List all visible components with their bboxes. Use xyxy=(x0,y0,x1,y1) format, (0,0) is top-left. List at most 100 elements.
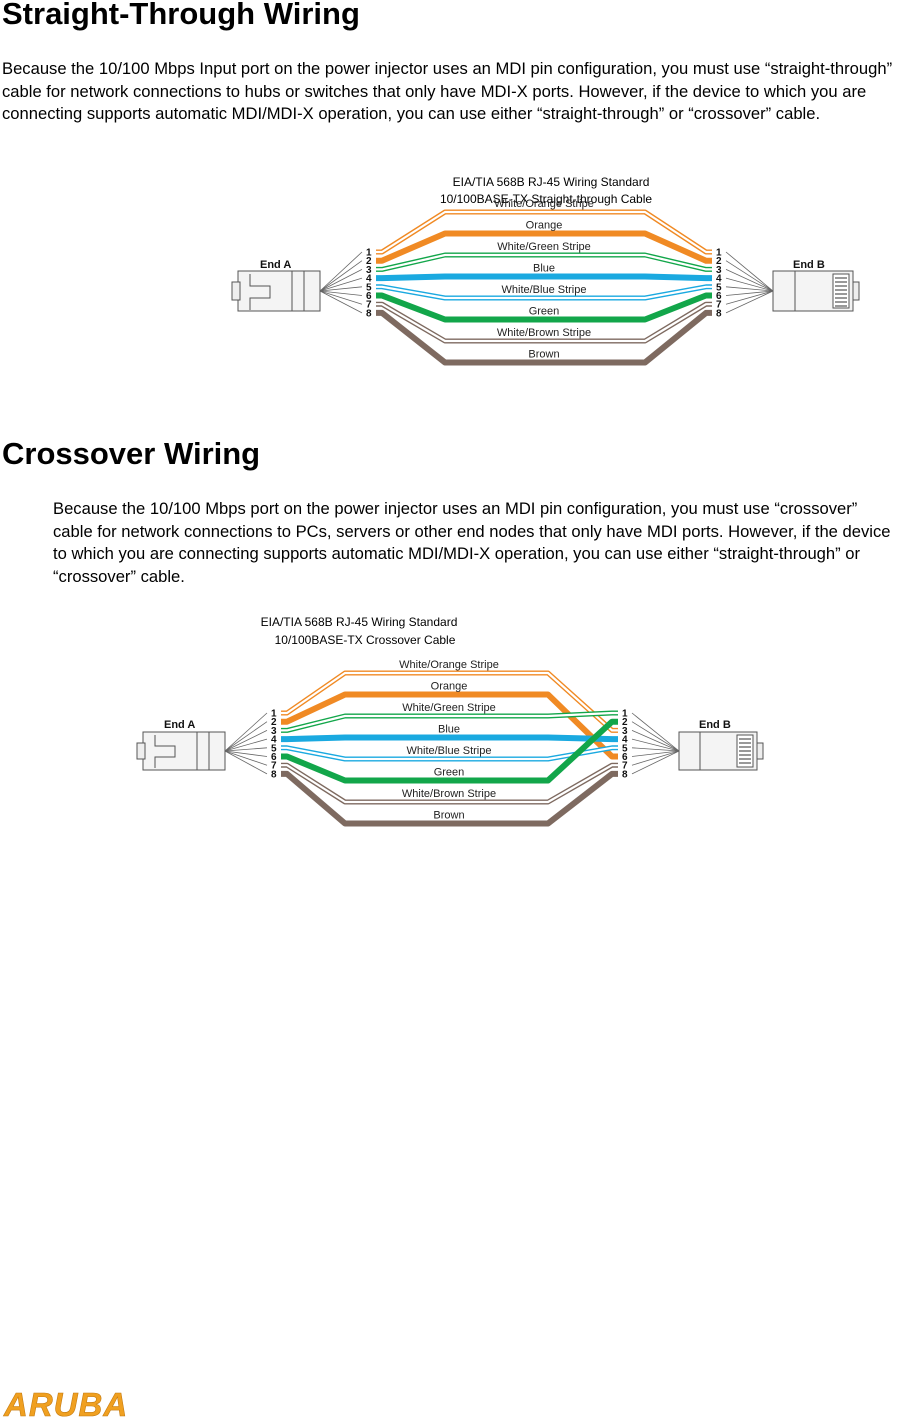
pin-number-a: 4 xyxy=(366,274,372,285)
crossover-wires xyxy=(281,670,618,827)
pin-lead-a xyxy=(224,738,268,752)
pin-number-a: 3 xyxy=(271,726,277,737)
pin-lead-b xyxy=(725,290,774,305)
pin-lead-b xyxy=(631,750,680,766)
pin-number-b: 8 xyxy=(622,769,628,780)
pin-lead-b xyxy=(725,290,774,314)
wire-label: White/Brown Stripe xyxy=(497,327,591,339)
pin-lead-b xyxy=(631,747,680,752)
wire-8 xyxy=(376,309,712,366)
pin-lead-b xyxy=(725,290,774,296)
end-b-label: End B xyxy=(793,259,825,271)
wire-5-stripe xyxy=(281,746,618,761)
straight-through-diagram: EIA/TIA 568B RJ-45 Wiring Standard 10/10… xyxy=(231,175,860,366)
end-a-label: End A xyxy=(164,719,195,731)
pin-number-b: 4 xyxy=(716,274,722,285)
crossover-caption-2: 10/100BASE-TX Crossover Cable xyxy=(275,633,456,647)
pin-number-a: 2 xyxy=(366,256,372,267)
pin-lead-a xyxy=(224,730,268,752)
pin-lead-a xyxy=(319,290,363,314)
wire-6 xyxy=(281,718,618,784)
wire-1-stripe xyxy=(376,210,712,254)
end-a-connector xyxy=(136,731,226,771)
wire-8 xyxy=(281,770,618,827)
pin-number-b: 3 xyxy=(716,265,722,276)
pin-number-b: 5 xyxy=(622,743,628,754)
pin-number-b: 4 xyxy=(622,735,628,746)
wire-label: White/Green Stripe xyxy=(497,241,591,253)
pin-number-b: 2 xyxy=(622,717,628,728)
wire-label: White/Blue Stripe xyxy=(407,745,492,757)
pin-lead-a xyxy=(224,712,268,752)
wire-1-stripe xyxy=(281,671,618,732)
pin-number-a: 5 xyxy=(271,743,277,754)
crossover-heading: Crossover Wiring xyxy=(2,436,261,471)
pin-lead-a xyxy=(224,721,268,752)
pin-number-a: 3 xyxy=(366,265,372,276)
pin-lead-a xyxy=(224,750,268,766)
pin-number-b: 2 xyxy=(716,256,722,267)
pin-lead-a xyxy=(319,290,363,296)
pin-number-a: 8 xyxy=(366,308,372,319)
pin-lead-a xyxy=(319,286,363,292)
pin-lead-b xyxy=(631,750,680,757)
wire-2 xyxy=(376,230,712,264)
wire-label: White/Brown Stripe xyxy=(402,788,496,800)
pin-number-b: 7 xyxy=(622,761,628,772)
end-b-label: End B xyxy=(699,719,731,731)
wire-label: Brown xyxy=(433,810,464,822)
pin-number-b: 6 xyxy=(622,752,628,763)
straight-pin-leads xyxy=(319,251,774,314)
wire-3-stripe xyxy=(281,711,618,732)
pin-lead-a xyxy=(319,290,363,305)
wire-label: Orange xyxy=(526,220,563,232)
pin-number-a: 1 xyxy=(271,709,277,720)
pin-lead-a xyxy=(224,750,268,775)
pin-lead-b xyxy=(725,277,774,292)
pin-number-a: 7 xyxy=(366,300,372,311)
pin-number-a: 6 xyxy=(271,752,277,763)
wire-label: Orange xyxy=(431,681,468,693)
wire-3-stripe xyxy=(376,253,712,271)
pin-number-b: 5 xyxy=(716,282,722,293)
wire-5-stripe xyxy=(376,285,712,300)
pin-number-b: 1 xyxy=(716,248,722,259)
pin-number-a: 6 xyxy=(366,291,372,302)
pin-number-b: 3 xyxy=(622,726,628,737)
crossover-pin-leads xyxy=(224,712,680,775)
end-a-label: End A xyxy=(260,259,291,271)
pin-number-a: 8 xyxy=(271,769,277,780)
straight-heading: Straight-Through Wiring xyxy=(2,0,360,31)
end-a-connector xyxy=(231,270,321,312)
wire-7-stripe xyxy=(281,764,618,804)
pin-number-a: 2 xyxy=(271,717,277,728)
wire-label: Green xyxy=(529,306,560,318)
wire-label: White/Orange Stripe xyxy=(399,659,499,671)
pin-lead-b xyxy=(725,286,774,292)
pin-lead-b xyxy=(631,721,680,752)
wire-label: Brown xyxy=(528,349,559,361)
pin-number-a: 7 xyxy=(271,761,277,772)
wire-4 xyxy=(376,273,712,282)
wire-label: Green xyxy=(434,767,465,779)
aruba-logo: ARUBA xyxy=(3,1386,128,1418)
wire-label: White/Orange Stripe xyxy=(494,198,594,210)
wire-label: White/Green Stripe xyxy=(402,702,496,714)
pin-lead-b xyxy=(631,738,680,752)
pin-lead-b xyxy=(631,750,680,775)
pin-lead-a xyxy=(319,260,363,292)
pin-number-a: 5 xyxy=(366,282,372,293)
pin-lead-a xyxy=(319,269,363,292)
crossover-paragraph: Because the 10/100 Mbps port on the powe… xyxy=(53,499,891,586)
end-b-connector xyxy=(678,731,764,771)
crossover-diagram: EIA/TIA 568B RJ-45 Wiring Standard 10/10… xyxy=(136,615,764,827)
straight-paragraph: Because the 10/100 Mbps Input port on th… xyxy=(2,59,893,124)
wire-6 xyxy=(376,292,712,323)
pin-lead-a xyxy=(224,750,268,757)
pin-number-a: 4 xyxy=(271,735,277,746)
straight-caption-2: 10/100BASE-TX Straight-through Cable xyxy=(440,192,652,206)
pin-number-b: 8 xyxy=(716,308,722,319)
wire-label: Blue xyxy=(438,724,460,736)
pin-number-a: 1 xyxy=(366,248,372,259)
pin-lead-a xyxy=(319,277,363,292)
